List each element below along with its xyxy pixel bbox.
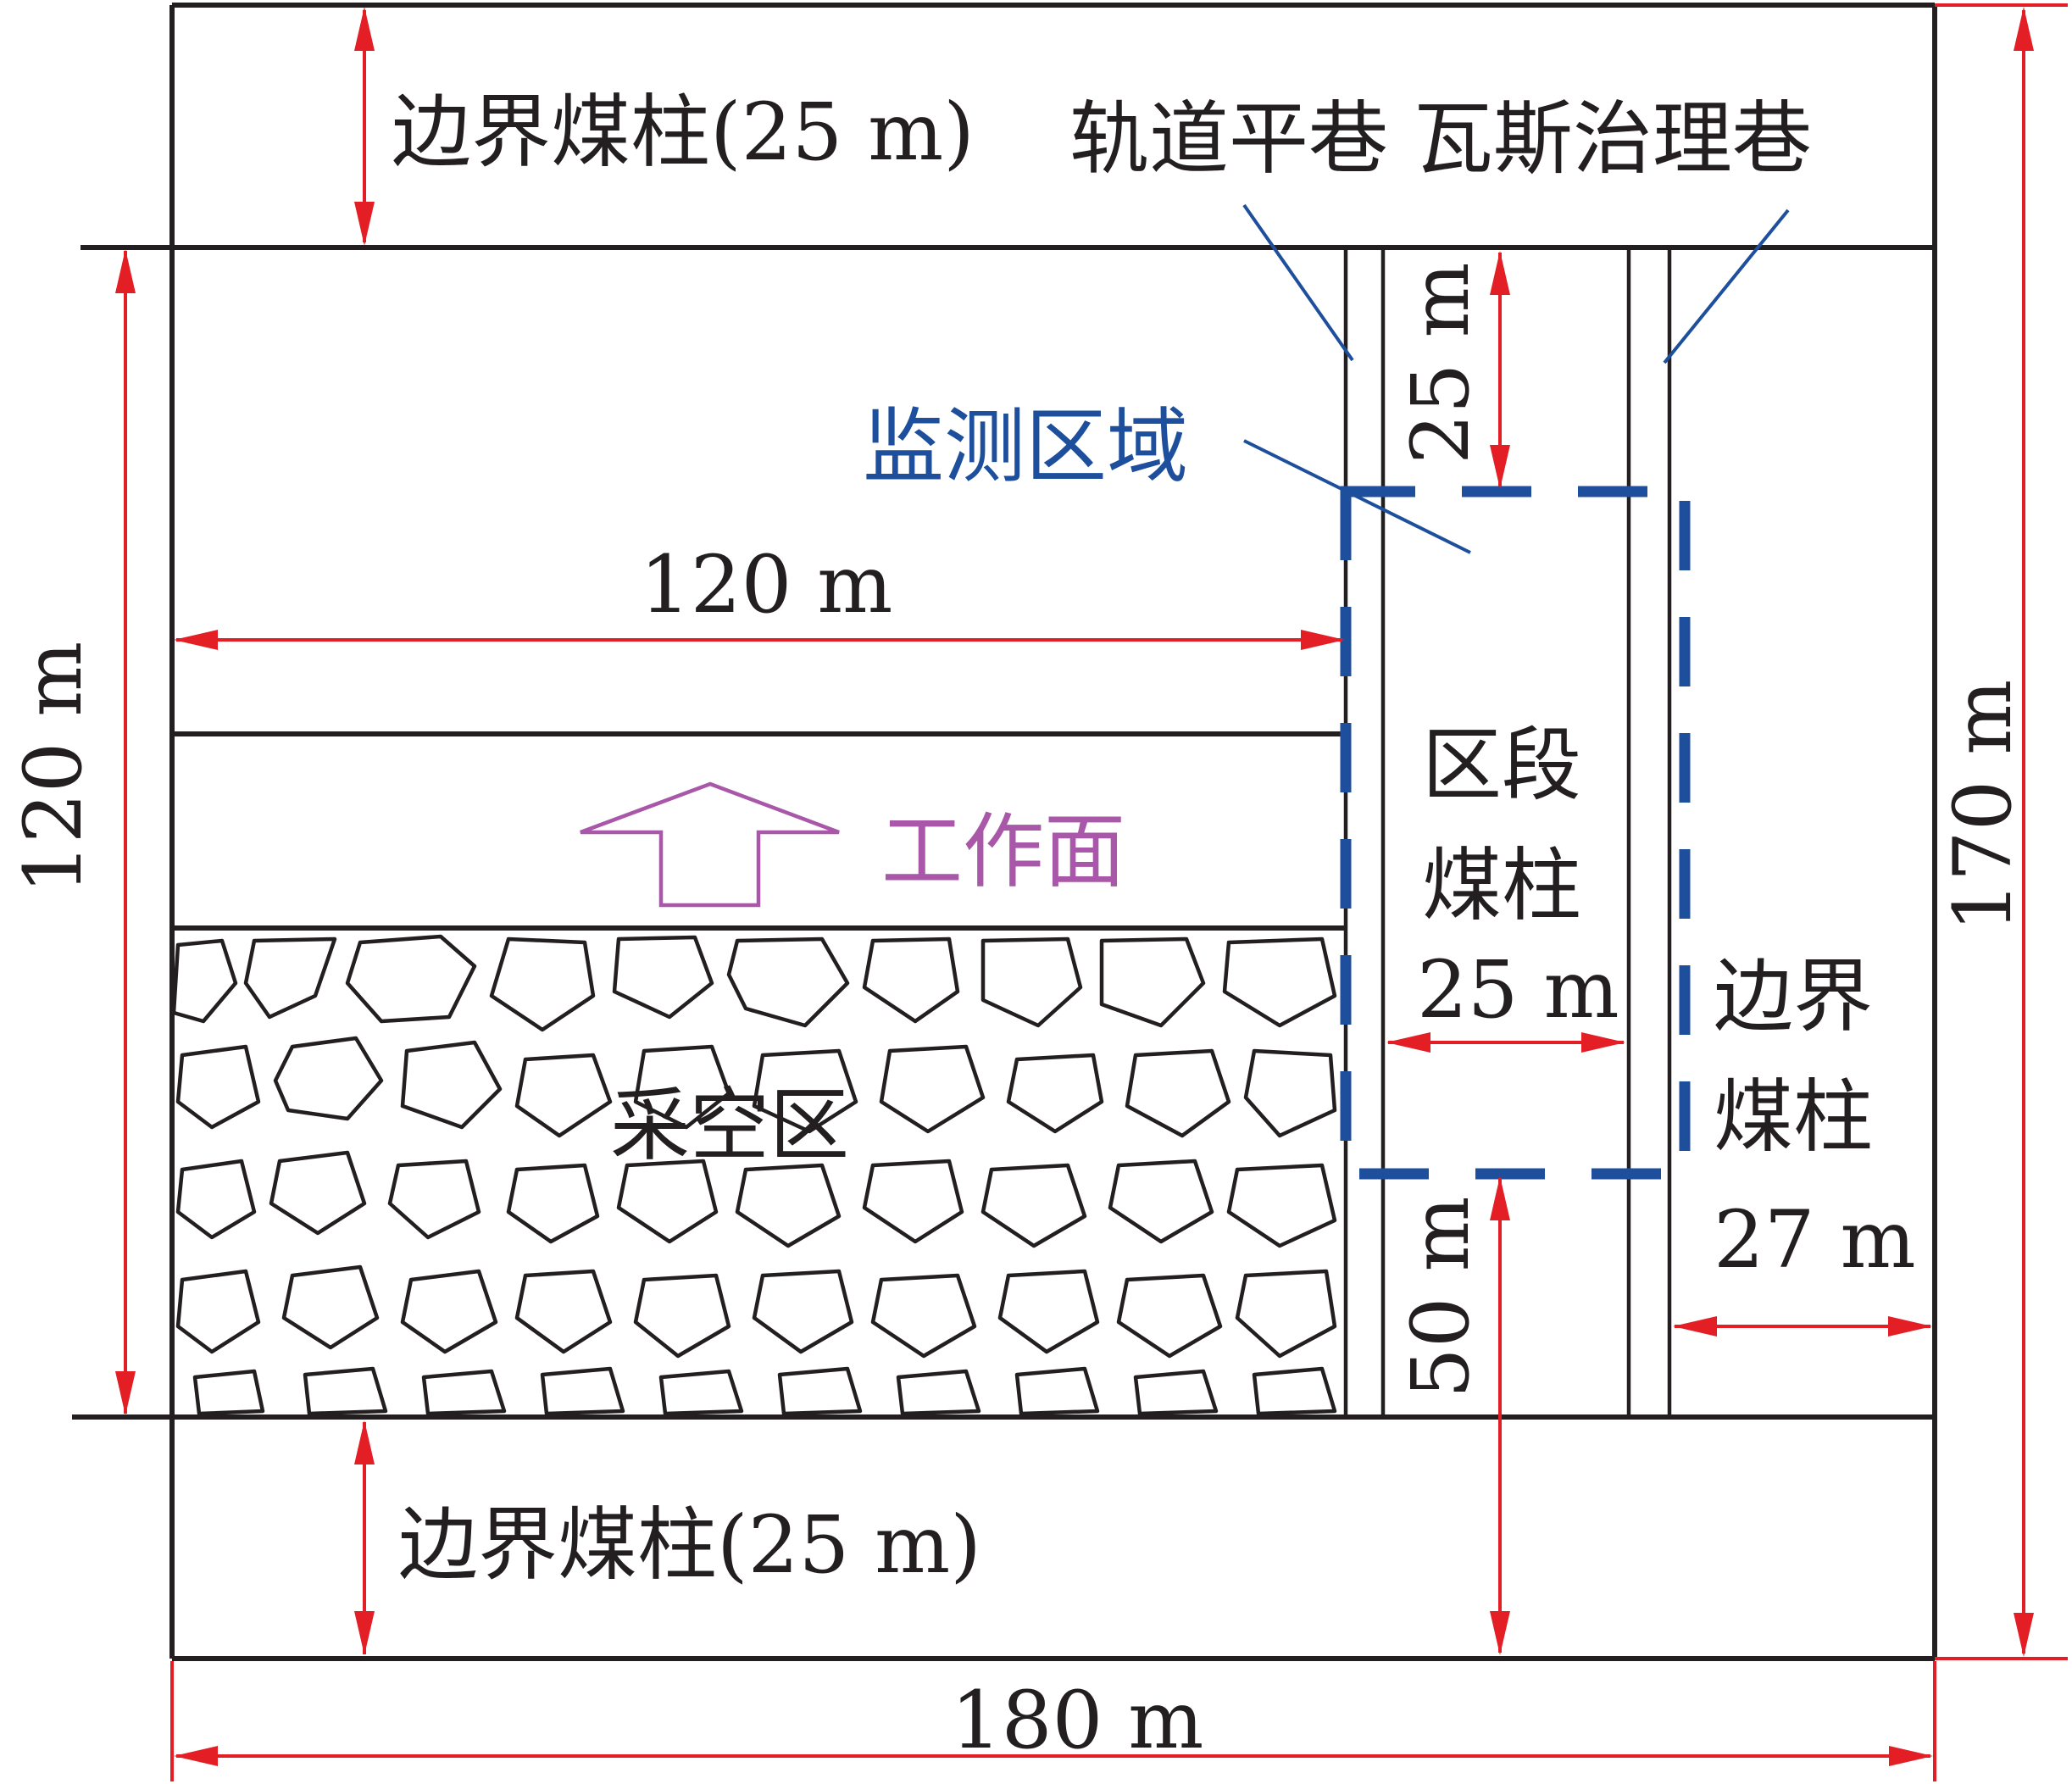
total-width-dim-label: 180 m: [951, 1675, 1203, 1767]
arrow-head: [1581, 1032, 1625, 1053]
track-roadway-leader: [1242, 203, 1354, 362]
leader-lines: [1242, 203, 1790, 554]
arrow-head: [174, 630, 218, 650]
arrow-head: [1490, 251, 1510, 295]
structure-lines: [72, 3, 1937, 1661]
arrow-head: [1889, 1746, 1933, 1766]
dimension-lines: [115, 3, 2068, 1781]
arrow-head: [1386, 1032, 1430, 1053]
arrow-head: [115, 249, 136, 293]
arrow-head: [1490, 445, 1510, 489]
arrow-head: [1490, 1611, 1510, 1655]
goaf-rubble-pattern: [172, 934, 1337, 1415]
arrow-head: [354, 7, 375, 51]
arrow-head: [354, 202, 375, 246]
gas-roadway-leader: [1663, 208, 1790, 364]
goaf-label: 采空区: [610, 1080, 849, 1172]
working-face-label: 工作面: [881, 804, 1125, 899]
panel-length-dim-label: 120 m: [8, 642, 100, 894]
arrow-head: [1888, 1316, 1932, 1337]
section-pillar-label-line2: 煤柱: [1422, 840, 1581, 932]
arrow-head: [1490, 1176, 1510, 1220]
arrow-head: [2014, 1613, 2034, 1657]
arrow-head: [1301, 630, 1345, 650]
total-height-dim-label: 170 m: [1937, 680, 2030, 932]
panel-width-dim-label: 120 m: [640, 539, 892, 631]
bottom-boundary-pillar-label: 边界煤柱(25 m): [398, 1499, 981, 1592]
arrow-head: [2014, 7, 2034, 51]
monitoring-area-box: [1340, 486, 1691, 1180]
monitor-top-dim-label: 25 m: [1395, 262, 1487, 464]
arrow-head: [174, 1746, 218, 1766]
right-pillar-width-label: 27 m: [1714, 1194, 1916, 1287]
monitoring-area-label: 监测区域: [863, 399, 1188, 494]
top-boundary-pillar-label: 边界煤柱(25 m): [392, 86, 975, 179]
arrow-head: [115, 1371, 136, 1415]
right-pillar-label-line1: 边界: [1714, 951, 1873, 1043]
arrow-head: [1673, 1316, 1717, 1337]
right-pillar-label-line2: 煤柱: [1714, 1071, 1873, 1164]
advance-direction-arrow: [580, 781, 840, 908]
section-pillar-label-line1: 区段: [1422, 720, 1581, 812]
roadway-names-label: 轨道平巷 瓦斯治理巷: [1069, 93, 1812, 186]
arrow-head: [354, 1420, 375, 1464]
section-pillar-width-label: 25 m: [1417, 944, 1619, 1036]
arrow-head: [354, 1611, 375, 1655]
monitor-bottom-dim-label: 50 m: [1395, 1196, 1487, 1398]
